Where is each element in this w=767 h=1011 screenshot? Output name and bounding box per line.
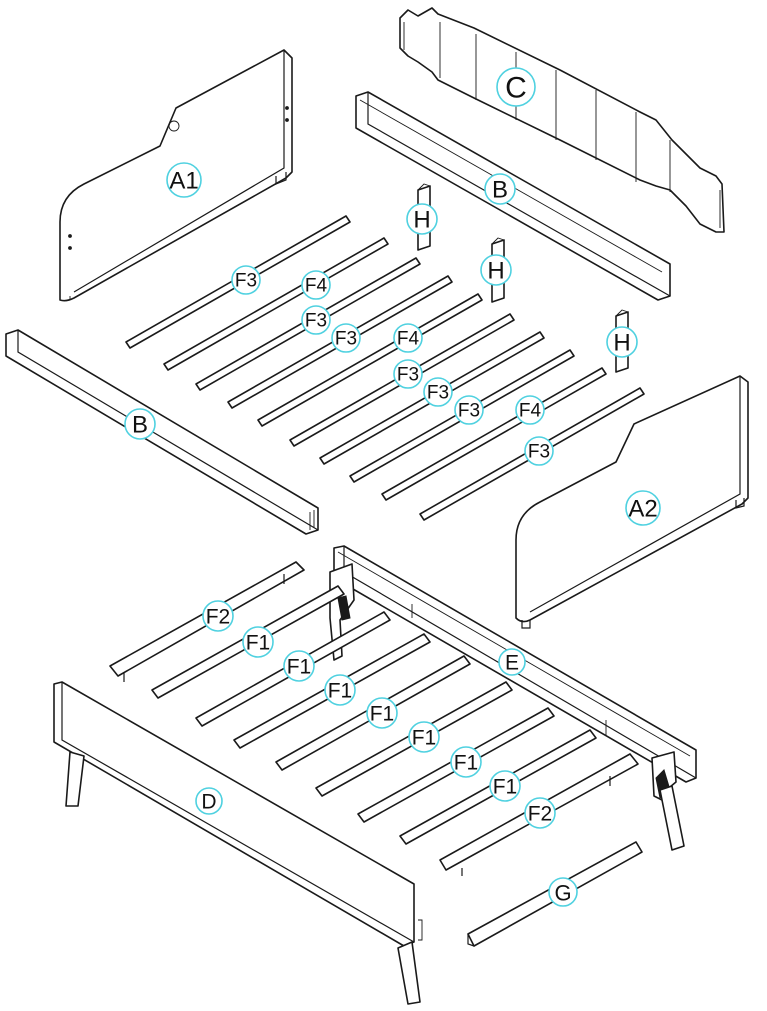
callout-a1: A1 bbox=[166, 162, 202, 198]
svg-text:F3: F3 bbox=[305, 311, 327, 332]
callout-bottom-slat: F1 bbox=[489, 770, 521, 802]
callout-h-1: H bbox=[406, 203, 438, 235]
svg-text:D: D bbox=[201, 791, 216, 814]
svg-text:H: H bbox=[413, 207, 430, 234]
callout-bottom-slat: F1 bbox=[324, 674, 356, 706]
callout-b-left: B bbox=[124, 408, 156, 440]
svg-text:F1: F1 bbox=[246, 632, 271, 655]
svg-text:F1: F1 bbox=[370, 703, 395, 726]
callout-bottom-slat: F1 bbox=[408, 721, 440, 753]
svg-text:F2: F2 bbox=[528, 803, 553, 826]
footboard-d bbox=[53, 681, 423, 1005]
svg-text:C: C bbox=[505, 72, 527, 105]
callouts: C A1 B H H H B A2 bbox=[124, 67, 661, 907]
svg-text:F4: F4 bbox=[397, 329, 420, 350]
callout-top-slat: F3 bbox=[454, 395, 484, 425]
panel-c bbox=[399, 7, 725, 233]
callout-top-slat: F3 bbox=[524, 436, 554, 466]
callout-g: G bbox=[548, 877, 578, 907]
callout-top-slat: F3 bbox=[423, 377, 453, 407]
svg-text:H: H bbox=[613, 330, 630, 357]
callout-top-slat: F3 bbox=[331, 323, 361, 353]
svg-text:F1: F1 bbox=[493, 776, 518, 799]
callout-bottom-slat: F1 bbox=[366, 697, 398, 729]
callout-bottom-slat: F2 bbox=[524, 797, 556, 829]
svg-text:B: B bbox=[132, 412, 148, 439]
svg-text:F1: F1 bbox=[412, 727, 437, 750]
callout-top-slat: F4 bbox=[515, 395, 545, 425]
callout-a2: A2 bbox=[625, 490, 661, 526]
svg-text:H: H bbox=[487, 258, 504, 285]
svg-text:G: G bbox=[554, 881, 571, 906]
svg-text:F3: F3 bbox=[427, 383, 449, 404]
callout-top-slat: F4 bbox=[393, 323, 423, 353]
svg-text:F3: F3 bbox=[235, 271, 257, 292]
callout-b-top: B bbox=[484, 173, 516, 205]
svg-text:F1: F1 bbox=[287, 656, 312, 679]
callout-h-2: H bbox=[480, 254, 512, 286]
callout-e: E bbox=[498, 648, 526, 676]
callout-bottom-slat: F1 bbox=[450, 746, 482, 778]
svg-text:F3: F3 bbox=[528, 442, 550, 463]
rail-b-left bbox=[5, 329, 319, 535]
callout-c: C bbox=[496, 67, 536, 107]
svg-text:A2: A2 bbox=[628, 496, 657, 523]
callout-bottom-slat: F1 bbox=[283, 650, 315, 682]
svg-text:F1: F1 bbox=[454, 752, 479, 775]
svg-text:F4: F4 bbox=[305, 276, 328, 297]
callout-bottom-slat: F1 bbox=[242, 626, 274, 658]
svg-text:F4: F4 bbox=[519, 401, 542, 422]
svg-text:E: E bbox=[505, 652, 519, 675]
svg-text:F3: F3 bbox=[458, 401, 480, 422]
callout-h-3: H bbox=[606, 326, 638, 358]
top-slats-group bbox=[125, 215, 645, 521]
svg-text:F2: F2 bbox=[206, 606, 231, 629]
callout-d: D bbox=[195, 787, 223, 815]
callout-top-slat: F4 bbox=[301, 270, 331, 300]
callout-top-slat: F3 bbox=[301, 305, 331, 335]
callout-top-slat: F3 bbox=[393, 359, 423, 389]
svg-text:F3: F3 bbox=[397, 365, 419, 386]
svg-text:A1: A1 bbox=[169, 168, 198, 195]
svg-text:F1: F1 bbox=[328, 680, 353, 703]
svg-text:F3: F3 bbox=[335, 329, 357, 350]
callout-top-slat: F3 bbox=[231, 265, 261, 295]
callout-bottom-slat: F2 bbox=[202, 600, 234, 632]
svg-text:B: B bbox=[492, 177, 508, 204]
